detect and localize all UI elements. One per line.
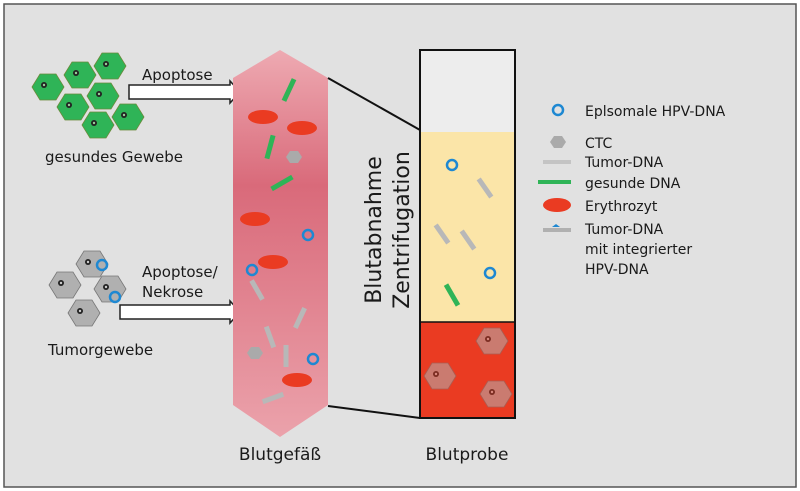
blood-vessel — [233, 50, 328, 437]
apoptosis-necrosis-label-1: Apoptose/ — [142, 263, 219, 281]
legend-label: Tumor-DNA — [584, 222, 664, 238]
legend-label: HPV-DNA — [585, 262, 649, 278]
apoptosis-necrosis-label-2: Nekrose — [142, 283, 203, 301]
legend-label: gesunde DNA — [585, 176, 681, 192]
legend-label: Tumor-DNA — [584, 155, 664, 171]
connector-bottom — [327, 405, 421, 419]
erythrocyte-icon — [543, 198, 571, 212]
legend-label: Eplsomale HPV-DNA — [585, 104, 726, 120]
healthy-tissue-label: gesundes Gewebe — [45, 148, 183, 166]
process-label-1: Blutabnahme — [362, 156, 387, 304]
connector-top — [327, 77, 421, 131]
legend-label: Erythrozyt — [585, 199, 658, 215]
tube-label: Blutprobe — [426, 445, 509, 465]
process-label-2: Zentrifugation — [390, 151, 415, 309]
healthy-dna-icon — [538, 180, 571, 184]
legend: Eplsomale HPV-DNA CTC Tumor-DNA gesunde … — [538, 103, 726, 278]
tumor-dna-icon — [543, 160, 571, 164]
tumor-tissue-label: Tumorgewebe — [47, 341, 153, 359]
vessel-label: Blutgefäß — [239, 445, 321, 465]
apoptosis-necrosis-arrow — [119, 299, 242, 325]
legend-label: CTC — [585, 136, 613, 152]
tumor-dna-hpv-icon — [543, 224, 571, 232]
legend-label: mit integrierter — [585, 242, 692, 258]
apoptosis-label: Apoptose — [142, 66, 213, 84]
blood-sample-tube — [419, 49, 516, 419]
apoptosis-arrow — [128, 79, 242, 105]
